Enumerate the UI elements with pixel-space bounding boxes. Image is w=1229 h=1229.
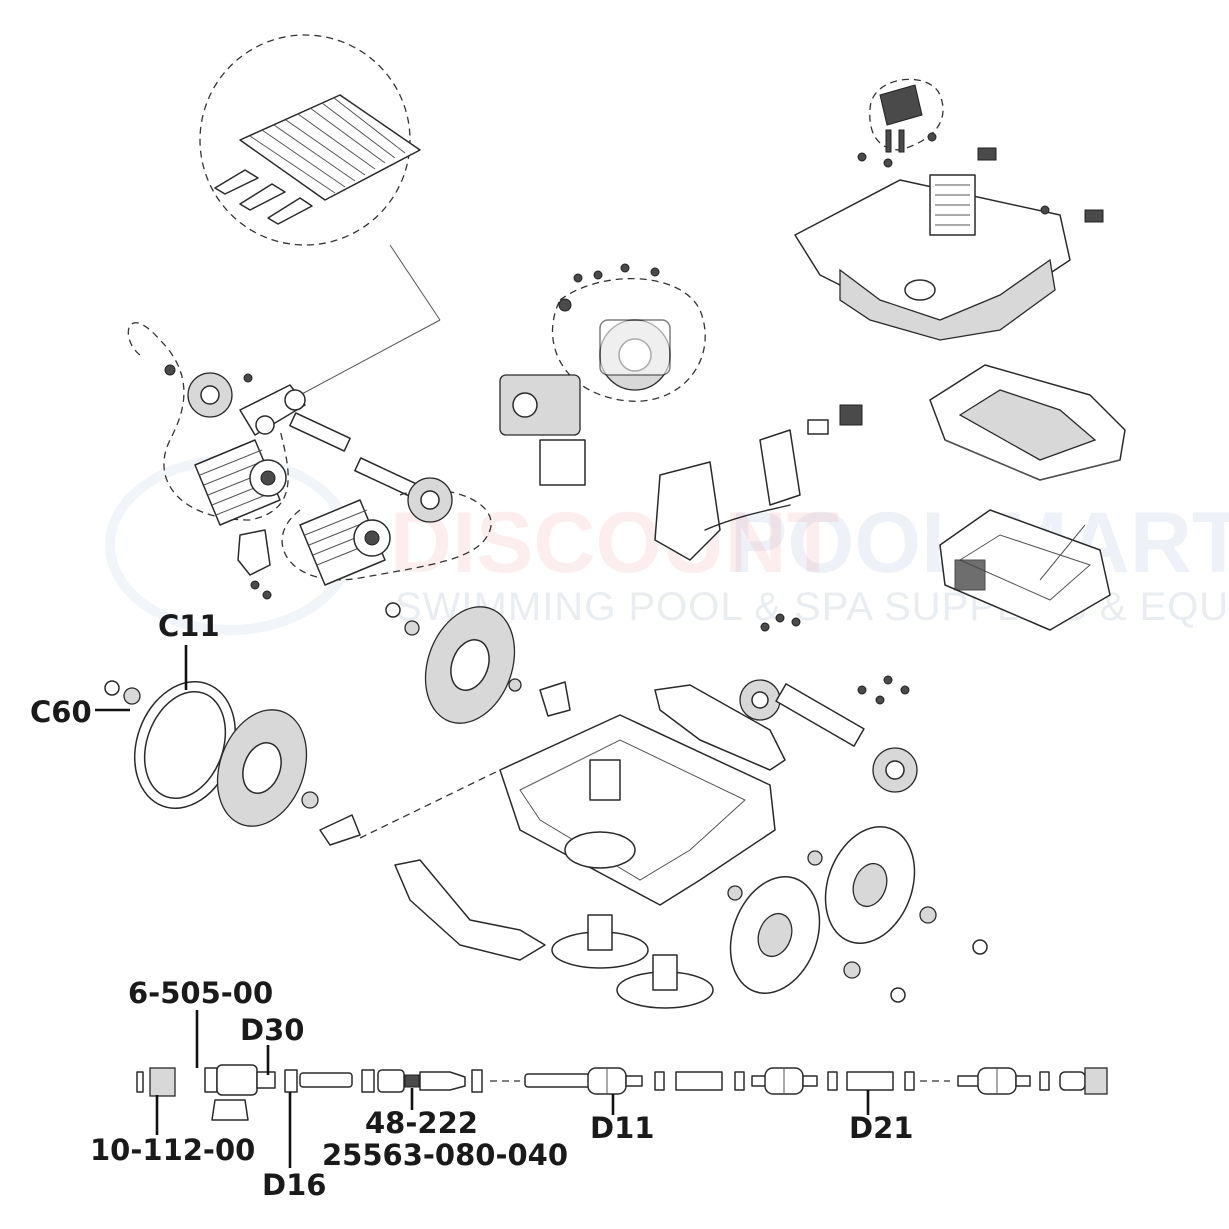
wheel — [727, 826, 988, 1003]
label-d21: D21 — [849, 1111, 913, 1145]
label-25563-080-040: 25563-080-040 — [322, 1138, 568, 1172]
impeller — [551, 914, 714, 1009]
pump-motor-assembly — [499, 263, 706, 486]
power-supply-heatsink — [199, 34, 441, 396]
swivel-cable — [654, 404, 863, 561]
brush-drive-assembly — [127, 322, 416, 521]
drive-gear-shaft — [739, 613, 918, 793]
brush-roller — [194, 439, 492, 600]
label-c11: C11 — [158, 609, 220, 643]
wheel — [104, 680, 361, 846]
label-d16: D16 — [262, 1168, 326, 1202]
label-c60: C60 — [30, 695, 92, 729]
part-labels: C11 C60 6-505-00 D30 10-112-00 D16 48-22… — [30, 609, 913, 1202]
label-48-222: 48-222 — [365, 1106, 478, 1140]
filter-lid — [929, 364, 1126, 481]
filter-basket — [939, 509, 1111, 631]
wheel — [385, 602, 571, 724]
label-d30: D30 — [240, 1013, 304, 1047]
label-d11: D11 — [590, 1111, 654, 1145]
chassis — [359, 714, 776, 906]
floating-cable-segments — [136, 1064, 1108, 1121]
label-10-112-00: 10-112-00 — [90, 1133, 255, 1167]
tire-ring — [133, 681, 237, 809]
front-bumper — [394, 684, 786, 961]
leader-lines — [95, 645, 870, 1168]
label-6-505-00: 6-505-00 — [128, 976, 273, 1010]
top-cover-handle — [794, 78, 1104, 341]
